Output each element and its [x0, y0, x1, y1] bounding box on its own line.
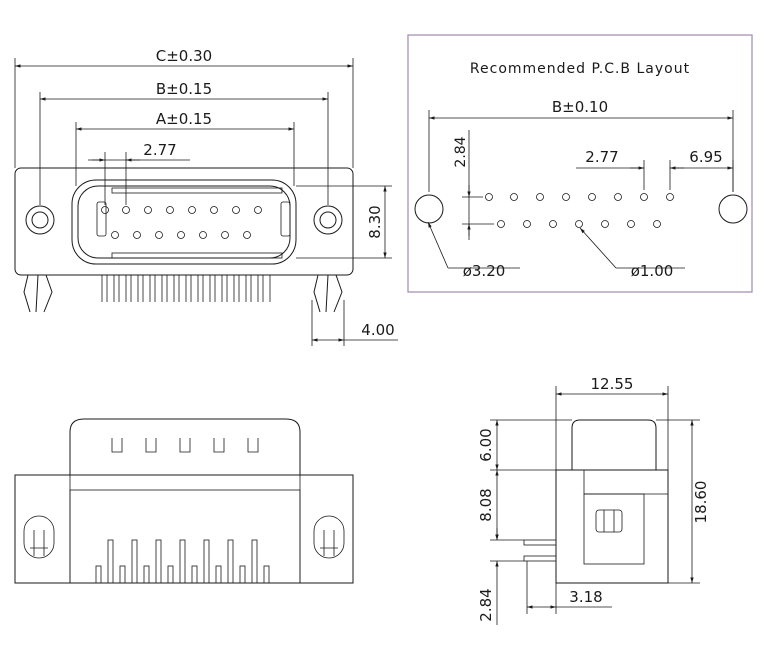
side-dim-width-label: 12.55	[591, 375, 634, 393]
side-dim-foot-label: 3.18	[569, 588, 602, 606]
side-view: 12.55 18.60 6.00 8.08 2.84	[477, 375, 710, 625]
dimension-a: A±0.15	[75, 110, 295, 186]
pcb-dimension-b: B±0.10	[428, 98, 734, 192]
bottom-view	[14, 418, 354, 584]
dim-a-label: A±0.15	[156, 110, 212, 128]
bottom-contacts	[95, 539, 270, 584]
dimension-pitch: 2.77	[88, 141, 190, 205]
pcb-dimension-row-pitch: 2.84	[453, 130, 494, 240]
side-dimension-total: 18.60	[656, 419, 710, 584]
pcb-dim-pitch-label: 2.77	[585, 148, 618, 166]
side-dim-top-label: 6.00	[477, 428, 495, 461]
pcb-dimension-pitch: 2.77 6.95	[576, 148, 734, 192]
pcb-layout-title: Recommended P.C.B Layout	[470, 61, 690, 77]
dimension-offset: 4.00	[311, 300, 398, 346]
pcb-pin-holes	[485, 193, 674, 228]
dimension-c: C±0.30	[14, 47, 354, 168]
dim-b-label: B±0.15	[156, 80, 212, 98]
front-pins-row1	[101, 206, 262, 214]
pcb-layout-border	[407, 34, 753, 293]
dim-c-label: C±0.30	[156, 47, 212, 65]
dim-height-label: 8.30	[366, 205, 384, 238]
front-pins-row2	[111, 231, 251, 239]
front-solder-tails	[101, 275, 271, 302]
pcb-mount-hole-label: ø3.20	[463, 262, 506, 280]
dim-pitch-label: 2.77	[143, 141, 176, 159]
pcb-pin-hole-label: ø1.00	[631, 262, 674, 280]
side-dimension-stack: 6.00 8.08 2.84	[477, 419, 572, 625]
pcb-pin-hole-leader: ø1.00	[579, 227, 685, 280]
side-dim-mid-label: 8.08	[477, 488, 495, 521]
pcb-mount-hole-leader: ø3.20	[427, 221, 520, 280]
side-dimension-width: 12.55	[555, 375, 669, 470]
pcb-dim-b-label: B±0.10	[552, 98, 608, 116]
dimension-height: 8.30	[296, 185, 392, 259]
pcb-layout: Recommended P.C.B Layout B±0.10	[407, 34, 753, 293]
side-dimension-foot: 3.18	[526, 561, 612, 614]
front-view: C±0.30 B±0.15 A±0.15 2.77 8.30	[14, 47, 398, 346]
side-dim-bottom-label: 2.84	[477, 588, 495, 621]
pcb-dim-row-pitch-label: 2.84	[453, 136, 469, 167]
dimension-b: B±0.15	[39, 80, 329, 205]
dim-offset-label: 4.00	[361, 321, 394, 339]
pcb-dim-end-label: 6.95	[689, 148, 722, 166]
side-dim-total-label: 18.60	[692, 481, 710, 524]
